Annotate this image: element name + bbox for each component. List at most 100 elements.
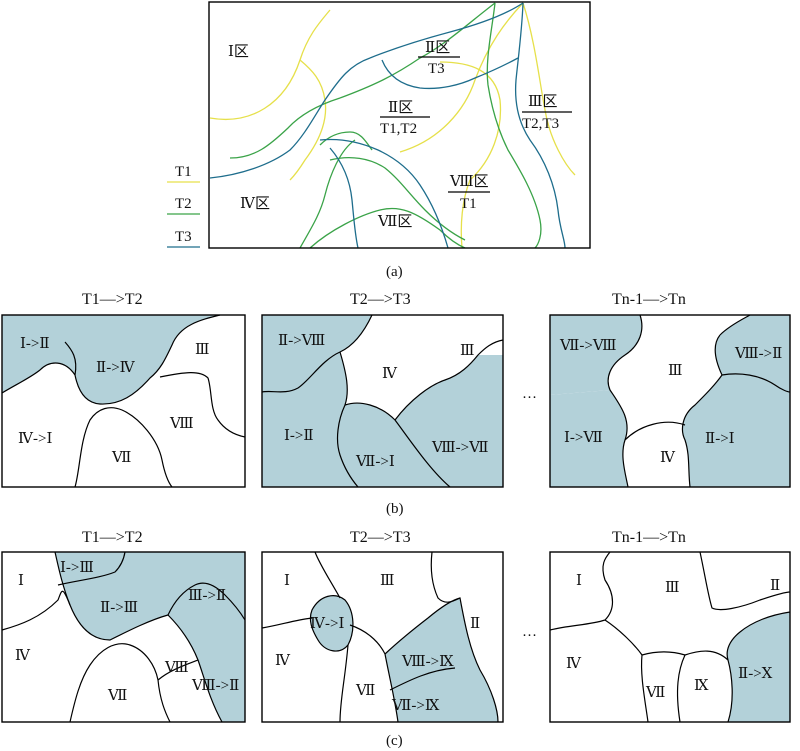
map-frame	[549, 314, 791, 488]
t2-boundary-line	[229, 97, 341, 159]
boundary-line	[69, 643, 171, 723]
panel-c: T1—>T2 T2—>T3 Tn-1—>Tn Ⅰ Ⅰ->Ⅲ Ⅱ->Ⅲ Ⅲ->Ⅱ …	[1, 529, 791, 749]
region-label: Ⅱ->Ⅰ	[705, 431, 735, 447]
region-label: Ⅸ	[694, 678, 709, 694]
region-label: Ⅷ	[164, 660, 189, 676]
region-label: Ⅲ	[195, 342, 209, 358]
map-b1: Ⅰ->Ⅱ Ⅱ->Ⅳ Ⅲ Ⅳ->Ⅰ Ⅶ Ⅷ	[1, 314, 246, 488]
region-2-mid-label: Ⅱ区	[388, 100, 413, 116]
t3-boundary-line	[319, 138, 449, 249]
boundary-line	[314, 551, 341, 599]
region-label: Ⅰ->Ⅶ	[564, 430, 603, 446]
map-frame	[261, 314, 504, 488]
t1-boundary-line	[522, 2, 576, 176]
changed-region	[727, 612, 790, 722]
region-2-top-label: Ⅱ区	[425, 40, 450, 56]
t3-boundary-line	[209, 57, 371, 179]
region-7-label: Ⅶ区	[377, 214, 412, 230]
panel-b: T1—>T2 T2—>T3 Tn-1—>Tn Ⅰ->Ⅱ Ⅱ->Ⅳ Ⅲ Ⅳ->Ⅰ …	[1, 291, 791, 517]
changed-region	[337, 355, 503, 487]
panel-c-title-1: T1—>T2	[82, 529, 143, 546]
region-3-time: T2,T3	[522, 116, 559, 132]
boundary-line	[721, 373, 791, 393]
region-label: Ⅷ->Ⅱ	[734, 346, 782, 362]
boundary-line	[719, 314, 751, 336]
caption-a: (a)	[386, 264, 403, 280]
changed-region	[262, 315, 372, 392]
region-label: Ⅶ->Ⅷ	[559, 338, 616, 354]
panel-c-title-2: T2—>T3	[350, 529, 411, 546]
boundary-line	[159, 372, 246, 438]
t1-boundary-line	[439, 61, 502, 249]
changed-region	[682, 315, 790, 487]
changed-region	[310, 595, 353, 652]
t3-boundary-line	[369, 2, 524, 59]
region-label: Ⅳ->Ⅰ	[310, 616, 344, 632]
region-label: Ⅲ->Ⅱ	[188, 588, 226, 604]
t2-boundary-line	[309, 207, 466, 249]
boundary-line	[430, 551, 461, 603]
panel-a: Ⅰ区 Ⅱ区 T3 Ⅱ区 T1,T2 Ⅲ区 T2,T3 Ⅳ区 Ⅶ区 Ⅷ区 T1 T…	[167, 1, 591, 280]
boundary-line	[349, 624, 386, 655]
region-label: Ⅷ->Ⅶ	[431, 440, 488, 456]
region-3-label: Ⅲ区	[528, 94, 557, 110]
panel-b-title-3: Tn-1—>Tn	[612, 291, 686, 308]
region-label: Ⅳ	[382, 366, 398, 382]
region-label: Ⅰ	[576, 573, 582, 589]
map-c1: Ⅰ Ⅰ->Ⅲ Ⅱ->Ⅲ Ⅲ->Ⅱ Ⅳ Ⅶ Ⅷ Ⅷ->Ⅱ	[1, 551, 246, 723]
t1-boundary-line	[209, 9, 331, 120]
boundary-line	[624, 421, 686, 441]
region-label: Ⅰ->Ⅲ	[60, 560, 94, 576]
region-8-label: Ⅷ区	[449, 174, 489, 190]
boundary-line	[1, 590, 71, 631]
boundary-line	[681, 334, 723, 488]
boundary-line	[167, 582, 246, 621]
changed-region	[2, 315, 220, 405]
boundary-line	[344, 402, 451, 488]
region-label: Ⅰ	[284, 573, 290, 589]
boundary-line	[641, 651, 686, 656]
region-8-time: T1	[460, 196, 477, 212]
t2-boundary-line	[319, 131, 373, 151]
region-4-label: Ⅳ区	[240, 196, 270, 212]
panel-a-frame	[208, 1, 591, 249]
t2-boundary-line	[329, 157, 466, 241]
panel-c-title-3: Tn-1—>Tn	[612, 529, 686, 546]
map-b2: Ⅱ->Ⅷ Ⅳ Ⅲ Ⅰ->Ⅱ Ⅶ->Ⅰ Ⅷ->Ⅶ	[261, 314, 504, 488]
region-label: Ⅲ	[460, 343, 474, 359]
region-label: Ⅷ->Ⅸ	[401, 654, 454, 670]
panel-b-title-1: T1—>T2	[82, 291, 143, 308]
map-frame	[549, 551, 791, 723]
boundary-line	[640, 654, 649, 723]
boundary-line	[1, 314, 221, 405]
region-label: Ⅱ->Ⅳ	[96, 360, 136, 376]
region-label: Ⅰ->Ⅱ	[284, 428, 314, 444]
region-2-mid-time: T1,T2	[380, 121, 417, 137]
region-label: Ⅳ	[275, 653, 291, 669]
boundary-line	[57, 551, 126, 586]
region-label: Ⅶ->Ⅰ	[355, 454, 395, 470]
changed-region	[550, 390, 628, 487]
legend-t1-label: T1	[175, 164, 192, 180]
region-2-top-time: T3	[428, 61, 445, 77]
boundary-line	[64, 341, 77, 376]
boundary-line	[394, 339, 504, 421]
t1-boundary-line	[399, 2, 524, 153]
region-label: Ⅱ->Ⅷ	[278, 333, 325, 349]
changed-region	[55, 552, 245, 722]
legend-t2-label: T2	[175, 196, 192, 212]
t2-boundary-line	[486, 2, 542, 249]
region-label: Ⅱ	[470, 616, 480, 632]
map-frame	[1, 551, 246, 723]
t3-boundary-line	[381, 57, 519, 90]
boundary-line	[389, 667, 456, 691]
region-label: Ⅲ	[668, 363, 682, 379]
t3-boundary-line	[514, 2, 566, 249]
boundary-line	[261, 314, 373, 393]
boundary-line	[604, 619, 643, 656]
region-label: Ⅱ->Ⅲ	[100, 600, 138, 616]
region-label: Ⅷ->Ⅱ	[191, 678, 239, 694]
caption-b: (b)	[386, 501, 404, 517]
region-label: Ⅳ->Ⅰ	[18, 431, 52, 447]
boundary-line	[384, 597, 499, 723]
